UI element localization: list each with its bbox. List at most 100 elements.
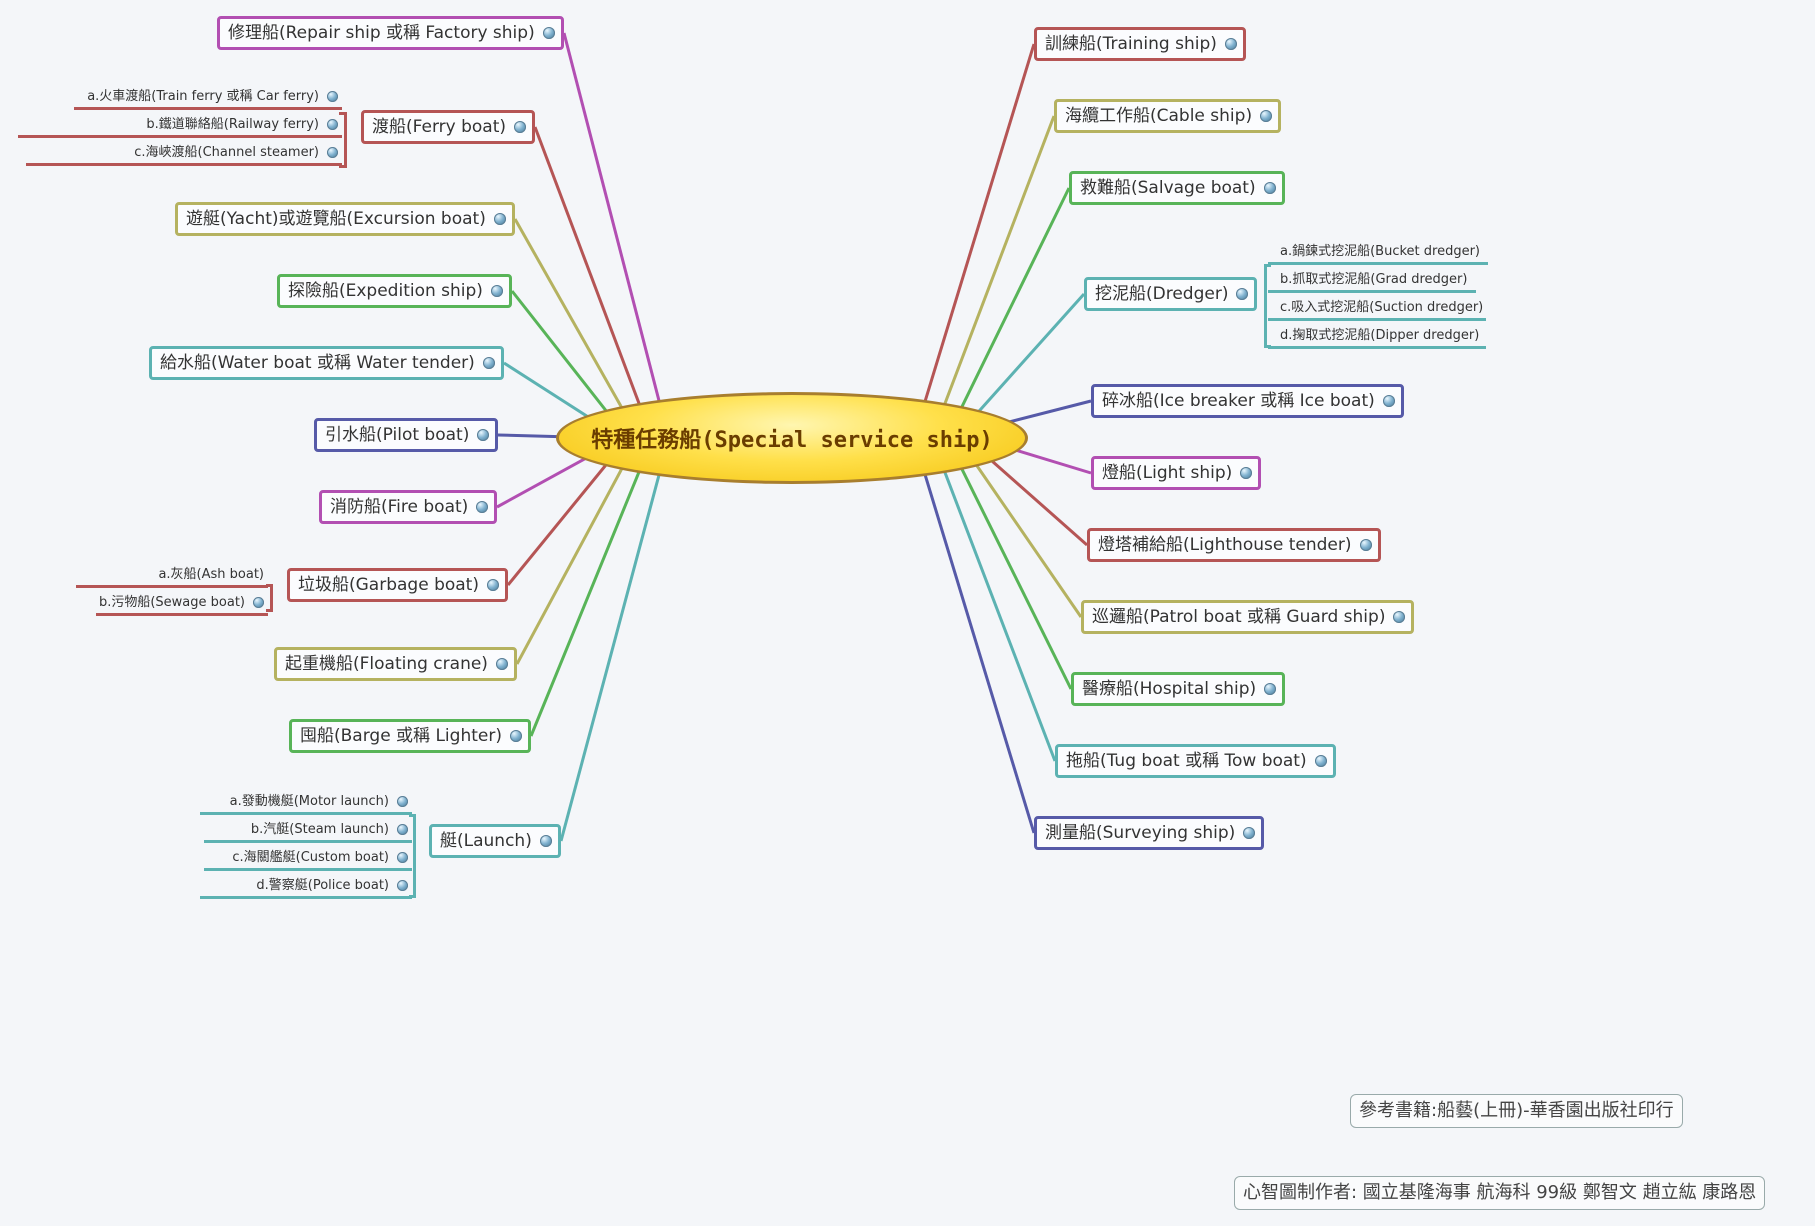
subtopic-label: c.海關艦艇(Custom boat) — [232, 849, 389, 865]
node-label: 引水船(Pilot boat) — [325, 425, 470, 445]
globe-icon[interactable] — [1359, 539, 1372, 551]
node-yacht[interactable]: 遊艇(Yacht)或遊覽船(Excursion boat) — [175, 202, 515, 236]
globe-icon[interactable] — [1260, 110, 1273, 122]
subtopic-railway-ferry[interactable]: b.鐵道聯絡船(Railway ferry) — [18, 114, 342, 138]
node-label: 醫療船(Hospital ship) — [1082, 679, 1257, 699]
connector-line — [922, 43, 1036, 407]
connector-line — [966, 450, 1083, 618]
connector-line — [515, 457, 629, 665]
node-tug-boat[interactable]: 拖船(Tug boat 或稱 Tow boat) — [1055, 744, 1336, 778]
node-garbage-boat[interactable]: 垃圾船(Garbage boat) — [287, 568, 508, 602]
globe-icon[interactable] — [539, 835, 552, 847]
subtopic-label: a.發動機艇(Motor launch) — [229, 793, 389, 809]
globe-icon[interactable] — [397, 796, 408, 807]
globe-icon[interactable] — [495, 658, 508, 670]
node-pilot-boat[interactable]: 引水船(Pilot boat) — [314, 418, 499, 452]
globe-icon[interactable] — [1264, 683, 1277, 695]
node-surveying-ship[interactable]: 測量船(Surveying ship) — [1034, 816, 1265, 850]
node-label: 給水船(Water boat 或稱 Water tender) — [160, 353, 475, 373]
node-lighthouse-tender[interactable]: 燈塔補給船(Lighthouse tender) — [1087, 528, 1381, 562]
globe-icon[interactable] — [542, 27, 555, 39]
node-floating-crane[interactable]: 起重機船(Floating crane) — [274, 647, 517, 681]
globe-icon[interactable] — [1236, 288, 1249, 300]
node-ferry-boat[interactable]: 渡船(Ferry boat) — [361, 110, 535, 144]
node-label: 訓練船(Training ship) — [1045, 34, 1217, 54]
node-hospital-ship[interactable]: 醫療船(Hospital ship) — [1071, 672, 1286, 706]
author-note[interactable]: 心智圖制作者: 國立基隆海事 航海科 99級 鄭智文 趙立紘 康路恩 — [1234, 1176, 1766, 1210]
globe-icon[interactable] — [486, 579, 499, 591]
globe-icon[interactable] — [509, 730, 522, 742]
node-light-ship[interactable]: 燈船(Light ship) — [1091, 456, 1262, 490]
subtopic-steam-launch[interactable]: b.汽艇(Steam launch) — [204, 819, 412, 843]
node-barge[interactable]: 囤船(Barge 或稱 Lighter) — [289, 719, 531, 753]
subtopic-label: d.掬取式挖泥船(Dipper dredger) — [1280, 327, 1480, 343]
subtopic-police-boat[interactable]: d.警察艇(Police boat) — [200, 875, 412, 899]
node-dredger[interactable]: 挖泥船(Dredger) — [1084, 277, 1258, 311]
node-salvage-boat[interactable]: 救難船(Salvage boat) — [1069, 171, 1285, 205]
node-label: 探險船(Expedition ship) — [288, 281, 483, 301]
globe-icon[interactable] — [1393, 611, 1406, 623]
central-topic[interactable]: 特種任務船(Special service ship) — [556, 392, 1028, 484]
node-training-ship[interactable]: 訓練船(Training ship) — [1034, 27, 1246, 61]
node-label: 海纜工作船(Cable ship) — [1065, 106, 1253, 126]
subtopic-suction-dredger[interactable]: c.吸入式挖泥船(Suction dredger) — [1268, 297, 1486, 321]
node-ice-breaker[interactable]: 碎冰船(Ice breaker 或稱 Ice boat) — [1091, 384, 1404, 418]
subtopic-label: c.吸入式挖泥船(Suction dredger) — [1280, 299, 1484, 315]
globe-icon[interactable] — [327, 147, 338, 158]
globe-icon[interactable] — [1263, 182, 1276, 194]
connector-line — [559, 469, 662, 842]
globe-icon[interactable] — [490, 285, 503, 297]
node-cable-ship[interactable]: 海纜工作船(Cable ship) — [1054, 99, 1282, 133]
node-launch[interactable]: 艇(Launch) — [429, 824, 561, 858]
globe-icon[interactable] — [397, 852, 408, 863]
globe-icon[interactable] — [253, 597, 264, 608]
globe-icon[interactable] — [1224, 38, 1237, 50]
subtopic-dipper-dredger[interactable]: d.掬取式挖泥船(Dipper dredger) — [1268, 325, 1486, 349]
node-expedition-ship[interactable]: 探險船(Expedition ship) — [277, 274, 512, 308]
node-label: 巡邏船(Patrol boat 或稱 Guard ship) — [1092, 607, 1386, 627]
globe-icon[interactable] — [397, 824, 408, 835]
node-repair-ship[interactable]: 修理船(Repair ship 或稱 Factory ship) — [217, 16, 564, 50]
node-patrol-boat[interactable]: 巡邏船(Patrol boat 或稱 Guard ship) — [1081, 600, 1415, 634]
node-label: 消防船(Fire boat) — [330, 497, 469, 517]
subtopic-ash-boat[interactable]: a.灰船(Ash boat) — [76, 564, 268, 588]
globe-icon[interactable] — [397, 880, 408, 891]
globe-icon[interactable] — [327, 91, 338, 102]
node-label: 燈船(Light ship) — [1102, 463, 1233, 483]
subtopic-label: b.鐵道聯絡船(Railway ferry) — [146, 116, 319, 132]
subtopic-motor-launch[interactable]: a.發動機艇(Motor launch) — [200, 791, 412, 815]
node-water-boat[interactable]: 給水船(Water boat 或稱 Water tender) — [149, 346, 504, 380]
dredger-subtopic-bracket — [1264, 264, 1271, 348]
subtopic-grad-dredger[interactable]: b.抓取式挖泥船(Grad dredger) — [1268, 269, 1476, 293]
subtopic-channel-steamer[interactable]: c.海峽渡船(Channel steamer) — [26, 142, 342, 166]
connector-line — [533, 126, 644, 413]
globe-icon[interactable] — [1243, 827, 1256, 839]
subtopic-bucket-dredger[interactable]: a.鍋鍊式挖泥船(Bucket dredger) — [1268, 241, 1488, 265]
subtopic-custom-boat[interactable]: c.海關艦艇(Custom boat) — [204, 847, 412, 871]
connector-line — [529, 463, 644, 737]
node-fire-boat[interactable]: 消防船(Fire boat) — [319, 490, 498, 524]
subtopic-label: b.抓取式挖泥船(Grad dredger) — [1280, 271, 1468, 287]
reference-note[interactable]: 參考書籍:船藝(上冊)-華香園出版社印行 — [1350, 1094, 1683, 1128]
globe-icon[interactable] — [1314, 755, 1327, 767]
subtopic-label: b.汽艇(Steam launch) — [250, 821, 389, 837]
connector-line — [562, 32, 662, 407]
connector-line — [940, 463, 1057, 762]
globe-icon[interactable] — [493, 213, 506, 225]
globe-icon[interactable] — [477, 429, 490, 441]
globe-icon[interactable] — [476, 501, 489, 513]
connector-line — [922, 469, 1036, 834]
garbage-subtopic-bracket — [266, 584, 273, 612]
subtopic-sewage-boat[interactable]: b.污物船(Sewage boat) — [96, 592, 268, 616]
globe-icon[interactable] — [1382, 395, 1395, 407]
globe-icon[interactable] — [327, 119, 338, 130]
subtopic-label: d.警察艇(Police boat) — [256, 877, 389, 893]
globe-icon[interactable] — [1240, 467, 1253, 479]
node-label: 渡船(Ferry boat) — [372, 117, 506, 137]
globe-icon[interactable] — [482, 357, 495, 369]
subtopic-train-ferry[interactable]: a.火車渡船(Train ferry 或稱 Car ferry) — [74, 86, 342, 110]
node-label: 囤船(Barge 或稱 Lighter) — [300, 726, 502, 746]
globe-icon[interactable] — [514, 121, 526, 133]
connector-line — [955, 187, 1071, 419]
